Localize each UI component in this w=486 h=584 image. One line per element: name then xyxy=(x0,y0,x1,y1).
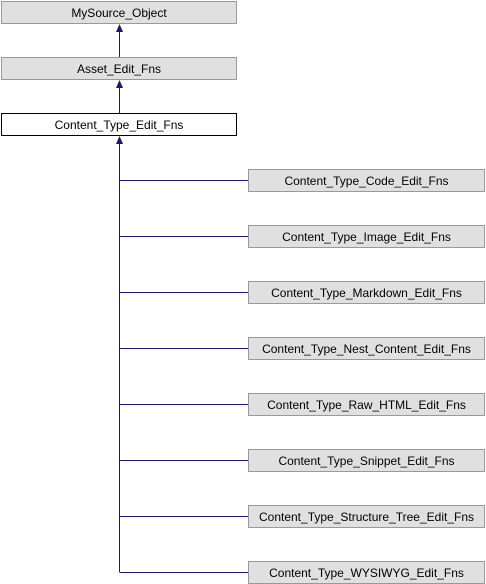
node-content-type-nest-content-edit-fns[interactable]: Content_Type_Nest_Content_Edit_Fns xyxy=(248,337,485,360)
arrowhead-mysource-object xyxy=(116,24,123,32)
arrowhead-content-type-edit-fns xyxy=(116,136,123,144)
node-content-type-edit-fns[interactable]: Content_Type_Edit_Fns xyxy=(1,113,237,136)
node-content-type-raw-html-edit-fns[interactable]: Content_Type_Raw_HTML_Edit_Fns xyxy=(248,393,485,416)
node-content-type-snippet-edit-fns[interactable]: Content_Type_Snippet_Edit_Fns xyxy=(248,449,485,472)
node-asset-edit-fns[interactable]: Asset_Edit_Fns xyxy=(1,57,237,80)
node-mysource-object[interactable]: MySource_Object xyxy=(1,1,237,24)
node-content-type-image-edit-fns[interactable]: Content_Type_Image_Edit_Fns xyxy=(248,225,485,248)
node-content-type-wysiwyg-edit-fns[interactable]: Content_Type_WYSIWYG_Edit_Fns xyxy=(248,561,485,584)
node-content-type-code-edit-fns[interactable]: Content_Type_Code_Edit_Fns xyxy=(248,169,485,192)
node-content-type-markdown-edit-fns[interactable]: Content_Type_Markdown_Edit_Fns xyxy=(248,281,485,304)
node-content-type-structure-tree-edit-fns[interactable]: Content_Type_Structure_Tree_Edit_Fns xyxy=(248,505,485,528)
arrowhead-asset-edit-fns xyxy=(116,80,123,88)
